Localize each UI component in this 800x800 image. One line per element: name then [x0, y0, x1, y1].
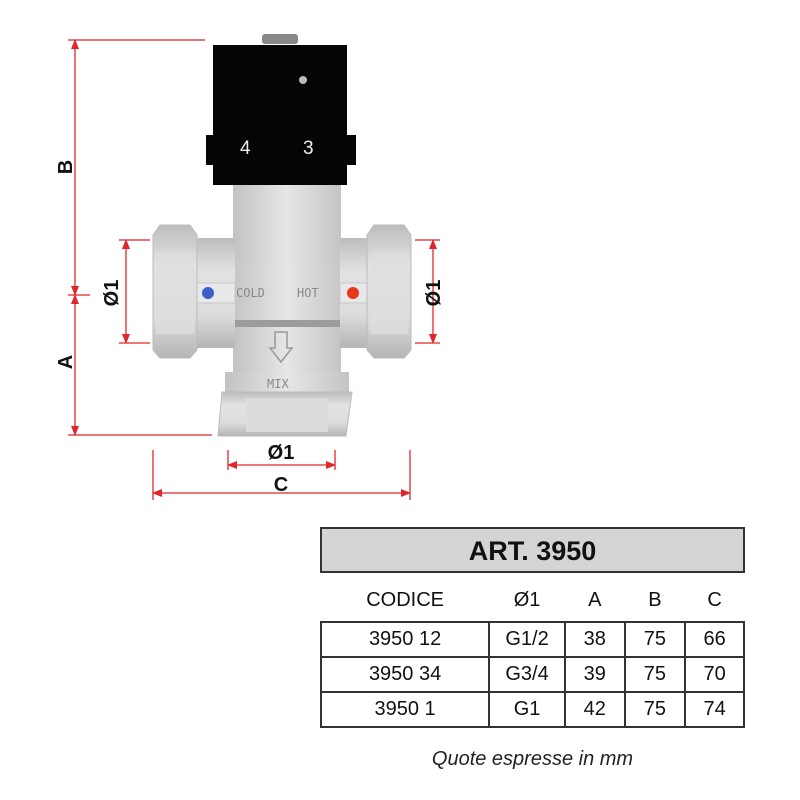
column-header: A: [588, 588, 602, 611]
dimension-d-right-label: Ø1: [423, 280, 445, 307]
table-cell: 38: [563, 621, 626, 658]
table-cell: G3/4: [488, 656, 566, 693]
table-cell: 75: [623, 656, 687, 693]
table-cell: G1/2: [488, 621, 566, 658]
units-note: Quote espresse in mm: [431, 748, 634, 770]
cold-dot-icon: [202, 287, 214, 299]
column-header: Ø1: [513, 588, 541, 611]
right-hex-nut: [366, 224, 412, 359]
spec-table-panel: ART. 3950 CODICE Ø1 A B C 3950 12 G1/2 3…: [319, 527, 745, 770]
table-header-row: CODICE Ø1 A B C: [321, 579, 744, 622]
cap-screw-icon: [299, 76, 307, 84]
valve-top-knob: [262, 34, 298, 44]
left-hex-nut: [152, 224, 198, 359]
table-cell: 75: [623, 691, 687, 728]
table-cell: 74: [684, 691, 745, 728]
dimension-a-label: A: [55, 355, 77, 369]
spec-table: CODICE Ø1 A B C 3950 12 G1/2 38 75 66 39…: [319, 579, 745, 728]
table-cell: 3950 34: [319, 656, 491, 693]
column-header: B: [648, 588, 662, 611]
valve: COLD HOT MIX 4 3: [152, 34, 412, 437]
table-cell: 39: [563, 656, 626, 693]
cold-label: COLD: [236, 286, 265, 300]
table-cell: 3950 1: [319, 691, 491, 728]
table-cell: G1: [488, 691, 566, 728]
table-row: 3950 34 G3/4 39 75 70: [319, 656, 745, 693]
table-row: 3950 12 G1/2 38 75 66: [319, 621, 745, 658]
spec-table-title: ART. 3950: [320, 527, 745, 573]
column-header: C: [707, 588, 722, 611]
hot-label: HOT: [297, 286, 319, 300]
table-row: 3950 1 G1 42 75 74: [319, 691, 745, 728]
table-cell: 70: [684, 656, 745, 693]
dimension-d-bottom-label: Ø1: [268, 442, 295, 464]
column-header: CODICE: [366, 588, 444, 611]
table-cell: 42: [563, 691, 626, 728]
dial-number-3: 3: [303, 138, 314, 159]
valve-dimension-drawing: COLD HOT MIX 4 3 B A Ø1 Ø1 Ø1 C: [55, 34, 445, 500]
dimension-b-label: B: [55, 160, 77, 174]
dial-number-4: 4: [240, 138, 251, 159]
dimension-lines: [68, 39, 440, 500]
flow-arrow-icon: [268, 331, 294, 364]
table-cell: 66: [684, 621, 745, 658]
mix-label: MIX: [267, 377, 289, 391]
dimension-c-label: C: [274, 474, 288, 496]
table-cell: 3950 12: [319, 621, 491, 658]
table-cell: 75: [623, 621, 687, 658]
hot-dot-icon: [347, 287, 359, 299]
dimension-d-left-label: Ø1: [101, 280, 123, 307]
